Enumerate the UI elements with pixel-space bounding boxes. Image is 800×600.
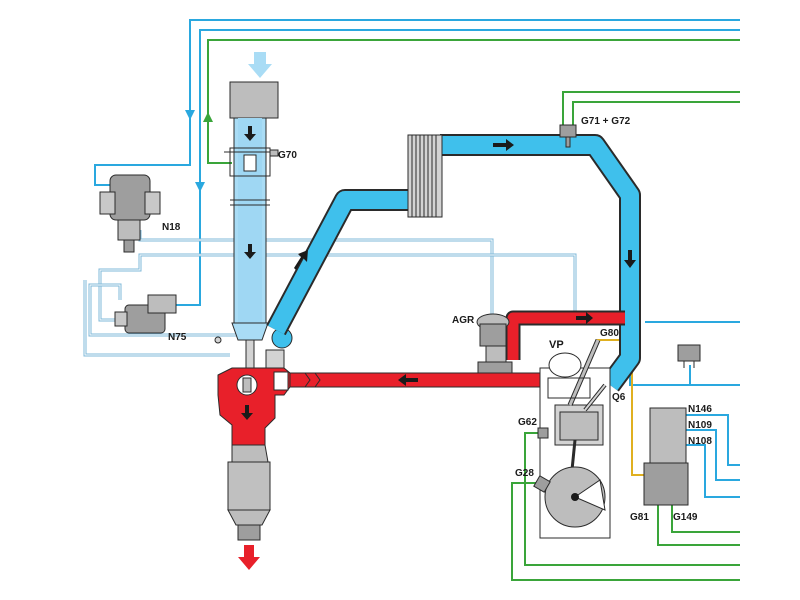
label-g149: G149	[673, 512, 698, 523]
signal-line-g72	[572, 101, 740, 125]
label-n18: N18	[162, 222, 181, 233]
signal-line-n146	[686, 414, 740, 466]
label-g81: G81	[630, 512, 649, 523]
signal-line-relay	[689, 365, 740, 386]
label-g62: G62	[518, 417, 537, 428]
catalytic-converter	[227, 444, 271, 570]
vp-pump	[548, 352, 582, 378]
signal-lines	[83, 19, 740, 581]
flow-arrow-charge-2	[493, 139, 514, 151]
label-n109: N109	[688, 420, 712, 431]
vacuum-line-mid-inner	[99, 254, 576, 321]
intake-column	[224, 52, 279, 324]
g70-sensor	[229, 147, 271, 177]
arrow-down-blue-2	[195, 182, 205, 192]
arrow-down-blue-1	[185, 110, 195, 120]
signal-line-g81	[657, 505, 740, 546]
flow-arrow-charge-3	[624, 250, 636, 268]
sender-module	[643, 407, 689, 506]
label-g70: G70	[278, 150, 297, 161]
label-n75: N75	[168, 332, 187, 343]
turbine-housing	[217, 367, 291, 446]
signal-line-g62	[524, 432, 740, 566]
flow-arrow-intake-2	[244, 244, 256, 259]
vacuum-line-turbo-inner	[89, 284, 240, 336]
label-n108: N108	[688, 436, 712, 447]
vacuum-line-bottom-inner	[84, 280, 230, 356]
flow-arrow-charge-1	[294, 250, 308, 270]
signal-line-g71	[562, 91, 740, 125]
flow-arrow-egr	[576, 312, 593, 324]
flow-arrow-exhaust	[398, 374, 418, 386]
label-n146: N146	[688, 404, 712, 415]
label-g71-g72: G71 + G72	[581, 116, 631, 127]
vacuum-line-n18	[189, 19, 740, 110]
n18-valve	[99, 174, 161, 253]
flow-arrow-intake-1	[244, 126, 256, 141]
vacuum-line-n18-b	[94, 110, 191, 186]
exhaust-pipe	[289, 372, 549, 388]
turbocharger	[214, 322, 293, 371]
relay	[677, 344, 701, 368]
g71-g72-sensor	[559, 124, 577, 148]
intake-inlet-arrow	[248, 52, 272, 78]
air-filter-box	[229, 81, 279, 119]
arrow-up-green	[203, 112, 213, 122]
vacuum-line-n75	[175, 29, 740, 306]
signal-line-q6	[629, 365, 740, 386]
label-agr: AGR	[452, 315, 475, 326]
egr-pipe	[505, 310, 625, 360]
signal-line-n109	[686, 429, 740, 481]
label-g28: G28	[515, 468, 534, 479]
flow-arrow-turbine	[241, 405, 253, 420]
signal-line-g80	[596, 339, 645, 476]
signal-line-g149	[671, 505, 740, 533]
engine-block	[539, 339, 611, 539]
label-vp: VP	[549, 339, 564, 351]
g62-sensor	[537, 427, 549, 439]
signal-line-n108	[686, 444, 740, 498]
intercooler	[407, 134, 443, 218]
signal-line-g70	[207, 39, 740, 164]
charge-air-pipe	[266, 134, 641, 392]
label-g80: G80	[600, 328, 619, 339]
label-q6: Q6	[612, 392, 626, 403]
g28-sensor	[533, 475, 551, 493]
exhaust-outlet-arrow	[238, 545, 260, 570]
n75-valve	[114, 294, 177, 334]
